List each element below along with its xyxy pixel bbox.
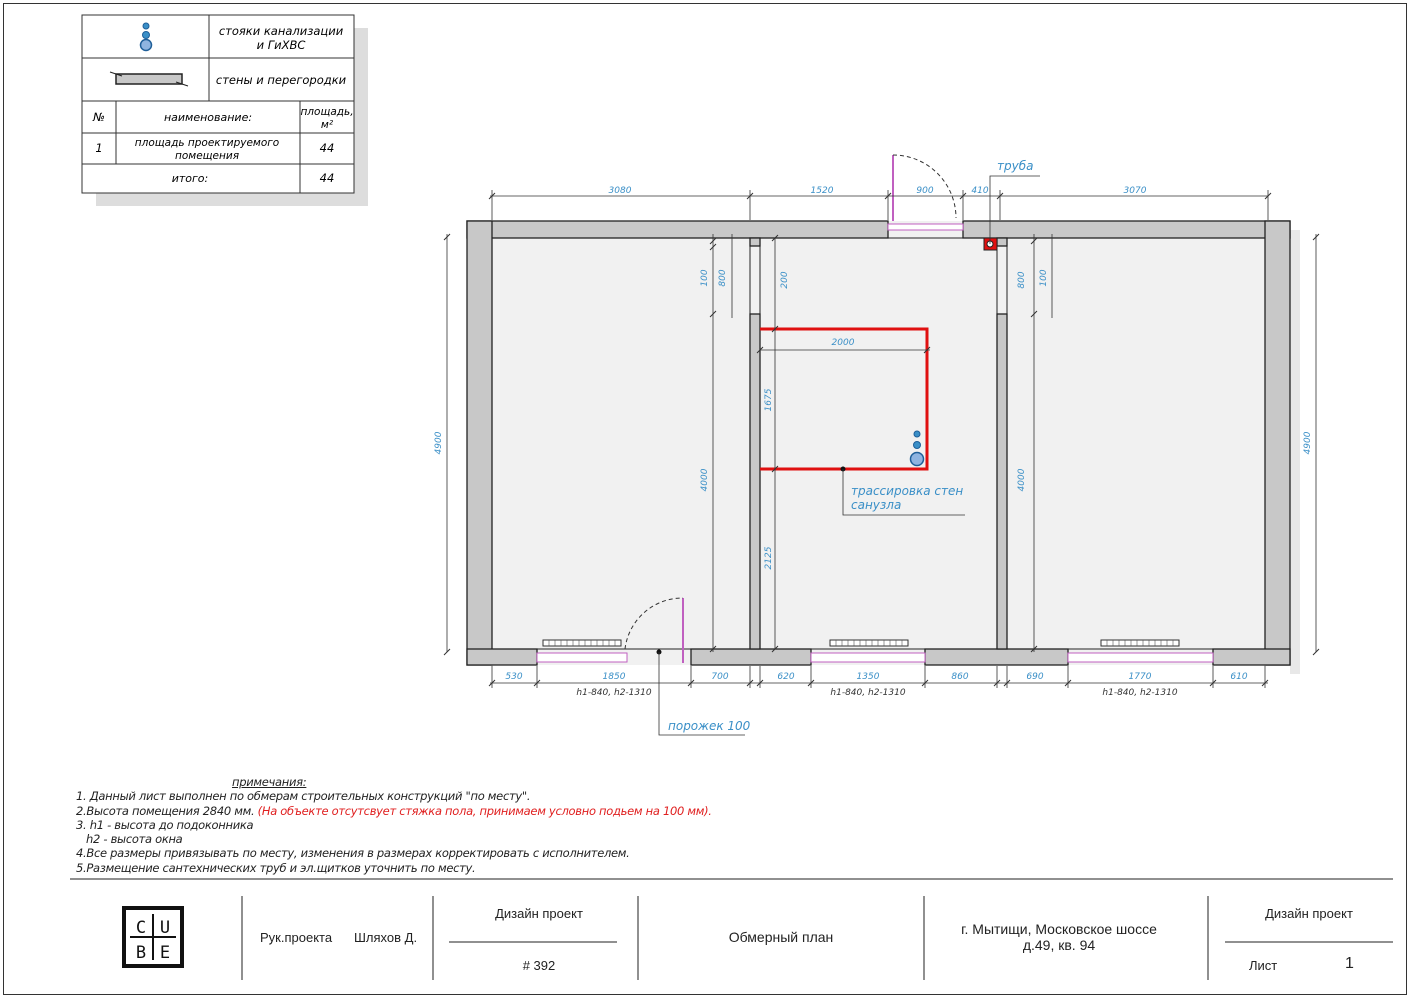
dim-top-3: 900 [916,186,933,196]
note-3: 3. h1 - высота до подоконника [76,817,254,832]
threshold-leader [656,649,745,736]
dim-bottom-6: 860 [951,672,968,682]
dim-bottom-2: 1850 [603,672,626,682]
legend-walls-label: стены и перегородки [216,73,347,87]
bathroom-trace [760,327,965,516]
legend-header-area-2: м² [321,119,334,131]
dim-bottom-1: 530 [505,672,522,682]
dim-left-height: 4900 [434,431,444,454]
legend-total-label: итого: [172,172,209,185]
notes-header: примечания: [232,775,307,789]
logo-letter-e: E [160,943,170,963]
dim-inner-9: 100 [1039,269,1049,286]
dim-inner-10: 4000 [1017,468,1027,491]
legend-row1-name-1: площадь проектируемого [135,137,279,149]
legend-risers-label-1: стояки канализации [219,24,344,38]
legend-header-area-1: площадь, [300,106,353,118]
riser-icon [139,22,153,52]
logo-letter-u: U [160,918,170,938]
window-heights-2: h1-840, h2-1310 [830,688,905,698]
dim-bottom-3: 700 [711,672,728,682]
dim-bottom-4: 620 [777,672,794,682]
legend-row1-num: 1 [95,141,102,155]
project-number: # 392 [522,958,556,973]
bath-label-1: трассировка стен [851,484,963,498]
threshold-label: порожек 100 [668,719,751,733]
bath-label-2: санузла [851,498,901,512]
dim-right-height: 4900 [1303,431,1313,454]
dim-top-5: 3070 [1124,186,1147,196]
dim-bottom-7: 690 [1026,672,1043,682]
legend-risers-label-2: и ГиХВС [257,38,306,52]
dim-top-4: 410 [971,186,988,196]
dim-bottom-5: 1350 [857,672,880,682]
dim-inner-2: 800 [718,269,728,286]
dim-inner-8: 800 [1017,271,1027,288]
dim-inner-6: 2125 [764,546,774,569]
plan-walls [466,220,1300,674]
notes: примечания: 1. Данный лист выполнен по о… [76,775,712,875]
title-block-lines [70,878,1393,980]
note-5: 5.Размещение сантехнических труб и эл.щи… [76,860,476,875]
design-project-label-1: Дизайн проект [495,906,583,921]
note-3b: h2 - высота окна [86,832,183,847]
note-2: 2.Высота помещения 2840 мм. (На объекте … [76,804,712,818]
dim-inner-7: 2000 [832,338,855,348]
dim-inner-4: 200 [780,271,790,288]
note-2-warning: (На объекте отсутсвует стяжка пола, прин… [257,803,712,818]
dim-bottom-9: 610 [1230,672,1247,682]
dim-inner-1: 100 [700,269,710,286]
note-1: 1. Данный лист выполнен по обмерам строи… [76,789,531,804]
openings [536,154,1214,663]
window-heights-1: h1-840, h2-1310 [576,688,651,698]
address-line-1: г. Мытищи, Московское шоссе [961,921,1157,937]
sheet-title: Обмерный план [728,929,834,945]
sheet-frame [3,3,1407,995]
dim-bottom-8: 1770 [1129,672,1152,682]
design-project-label-2: Дизайн проект [1265,906,1353,921]
address-line-2: д.49, кв. 94 [1022,937,1096,953]
dimension-lines [443,190,1320,688]
project-lead-name: Шляхов Д. [354,930,418,945]
pipe-marker [983,175,1040,251]
cube-logo: C U B E [122,906,184,968]
dim-inner-5: 1675 [764,388,774,411]
wall-icon [109,71,189,87]
sheet-number: 1 [1345,955,1354,972]
legend-header-name: наименование: [164,111,252,124]
dim-top-1: 3080 [609,186,632,196]
project-lead-label: Рук.проекта [260,930,333,945]
legend-total-area: 44 [320,171,335,185]
pipe-label: труба [997,159,1033,173]
note-2-text: 2.Высота помещения 2840 мм. [76,803,255,818]
logo-letter-b: B [136,943,146,963]
dim-inner-3: 4000 [700,468,710,491]
legend-header-num: № [92,110,105,124]
legend-row1-name-2: помещения [175,150,239,162]
window-heights-3: h1-840, h2-1310 [1102,688,1177,698]
dim-top-2: 1520 [811,186,834,196]
legend-table: стояки канализации и ГиХВС стены и перег… [81,14,368,206]
logo-letter-c: C [136,918,146,938]
sheet-label: Лист [1249,958,1278,973]
note-4: 4.Все размеры привязывать по месту, изме… [76,846,630,861]
dimension-labels: 3080 1520 900 410 3070 530 1850 700 620 … [434,159,1313,733]
legend-row1-area: 44 [320,141,335,155]
